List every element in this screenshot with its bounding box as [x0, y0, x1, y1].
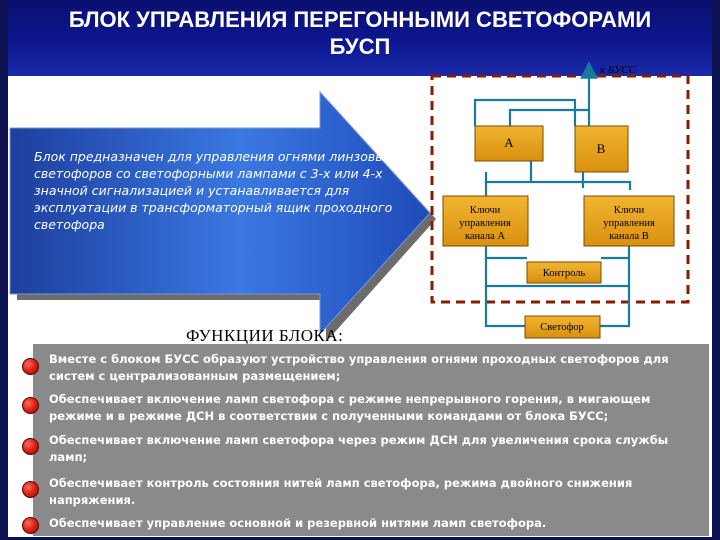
- block-a-label: А: [504, 135, 514, 150]
- left-border: [0, 0, 8, 540]
- title-line-1: БЛОК УПРАВЛЕНИЯ ПЕРЕГОННЫМИ СВЕТОФОРАМИ: [68, 7, 652, 32]
- keys-a-box: [442, 195, 529, 247]
- to-buss-label: к БУСС: [600, 64, 637, 76]
- signal-box: [524, 315, 601, 339]
- page-title: БЛОК УПРАВЛЕНИЯ ПЕРЕГОННЫМИ СВЕТОФОРАМИ …: [8, 6, 712, 60]
- keys-a-line-2: управления: [459, 218, 511, 229]
- functions-panel: [33, 344, 709, 536]
- bullet-icon: [22, 358, 39, 375]
- function-text: Обеспечивает включение ламп светофора с …: [49, 392, 651, 423]
- bullet-icon: [22, 517, 39, 534]
- bottom-border: [0, 537, 720, 540]
- functions-heading: ФУНКЦИИ БЛОКА:: [186, 326, 344, 345]
- keys-b-line-3: канала В: [609, 231, 649, 242]
- block-b-label: В: [597, 141, 606, 156]
- intro-text: Блок предназначен для управления огнями …: [34, 149, 393, 232]
- control-box: [526, 261, 602, 284]
- keys-b-line-1: Ключи: [614, 205, 645, 216]
- control-label: Контроль: [543, 268, 586, 279]
- keys-b-box: [583, 195, 675, 247]
- block-a-box: [474, 125, 544, 162]
- title-line-2: БУСП: [329, 34, 391, 59]
- keys-a-line-1: Ключи: [470, 205, 501, 216]
- bullet-icon: [22, 481, 39, 498]
- function-text: Обеспечивает контроль состояния нитей ла…: [49, 476, 633, 507]
- keys-a-line-3: канала А: [465, 231, 505, 242]
- circuit-lines: [473, 61, 632, 328]
- description-arrow: [9, 90, 431, 336]
- function-text: Обеспечивает включение ламп светофора че…: [49, 433, 669, 464]
- keys-b-line-2: управления: [603, 218, 655, 229]
- function-text: Вместе с блоком БУСС образуют устройство…: [49, 352, 669, 383]
- right-border: [712, 0, 720, 540]
- signal-label: Светофор: [540, 322, 584, 333]
- function-text: Обеспечивает управление основной и резер…: [49, 516, 547, 530]
- bullet-icon: [22, 397, 39, 414]
- block-b-box: [574, 125, 629, 173]
- bullet-icon: [22, 438, 39, 455]
- dashed-frame: [430, 74, 690, 304]
